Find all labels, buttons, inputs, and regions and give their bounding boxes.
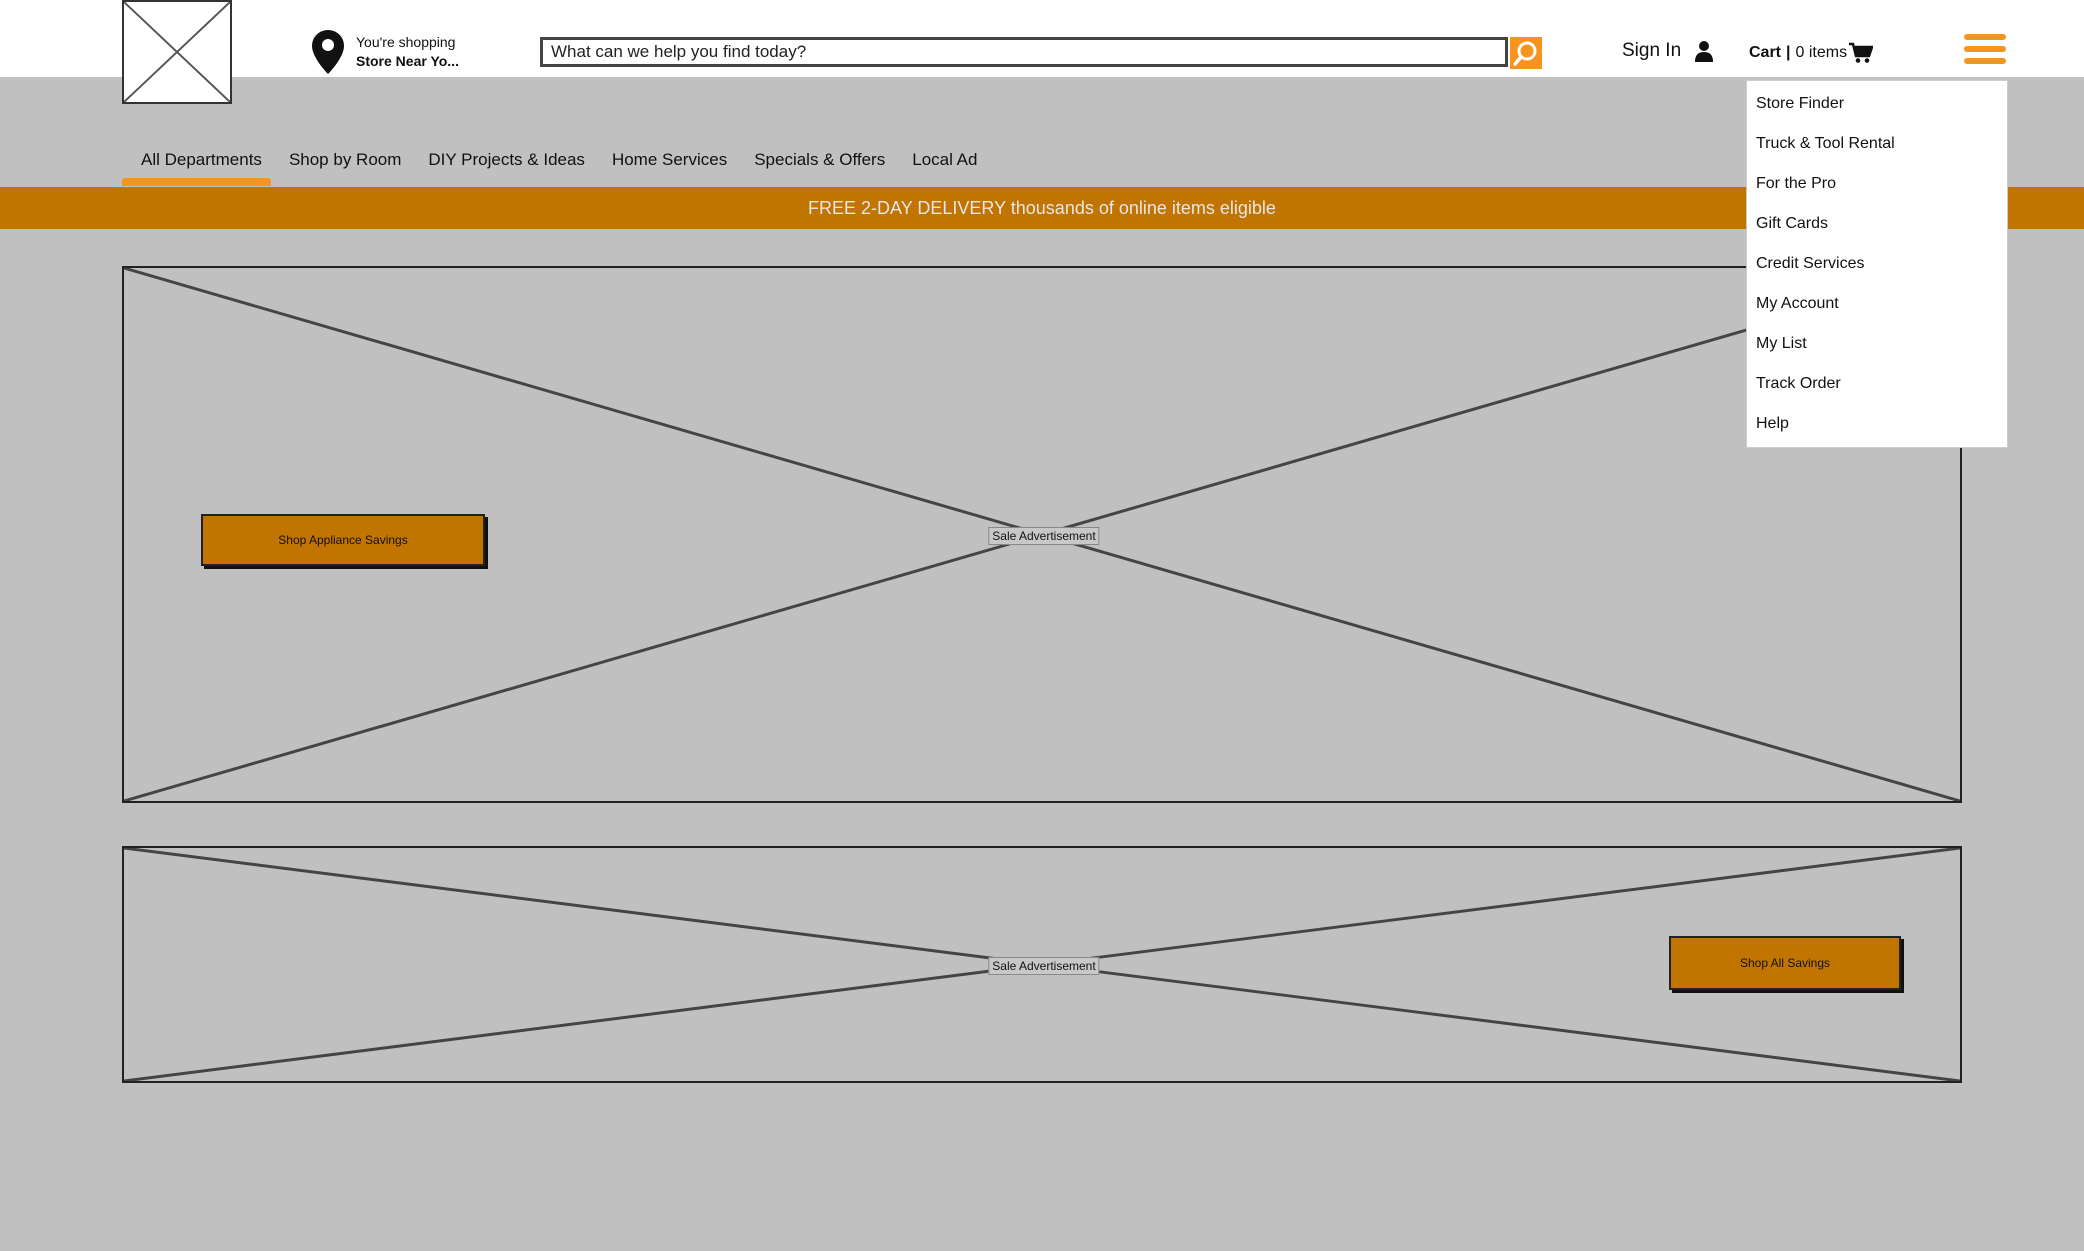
menu-item-my-list[interactable]: My List xyxy=(1756,335,1807,352)
dropdown-menu: Store Finder Truck & Tool Rental For the… xyxy=(1746,80,2008,448)
sign-in-label: Sign In xyxy=(1622,40,1682,61)
nav-diy-projects[interactable]: DIY Projects & Ideas xyxy=(428,150,585,169)
ad-primary-label: Sale Advertisement xyxy=(988,527,1100,545)
menu-item-help[interactable]: Help xyxy=(1756,415,1789,432)
store-caption: You're shopping xyxy=(356,34,456,50)
hamburger-menu-icon[interactable] xyxy=(1964,34,2006,70)
cart-count: 0 items xyxy=(1795,44,1848,61)
cart-label: Cart xyxy=(1749,44,1782,61)
nav-local-ad[interactable]: Local Ad xyxy=(912,150,978,169)
store-name: Store Near Yo... xyxy=(356,53,459,69)
shop-appliance-savings-button[interactable]: Shop Appliance Savings xyxy=(201,514,485,566)
promo-banner[interactable]: FREE 2-DAY DELIVERY thousands of online … xyxy=(0,187,2084,229)
menu-item-for-the-pro[interactable]: For the Pro xyxy=(1756,175,1837,192)
nav-specials-offers[interactable]: Specials & Offers xyxy=(754,150,886,169)
search-button[interactable] xyxy=(1510,37,1542,69)
logo-placeholder-icon[interactable] xyxy=(122,0,232,104)
cart-icon xyxy=(1849,42,1874,63)
sign-in-link[interactable]: Sign In xyxy=(1622,40,1714,62)
cart-separator: | xyxy=(1786,44,1791,61)
menu-item-truck-tool-rental[interactable]: Truck & Tool Rental xyxy=(1756,135,1895,152)
menu-item-my-account[interactable]: My Account xyxy=(1756,295,1839,312)
store-text: You're shopping Store Near Yo... xyxy=(356,33,459,71)
hamburger-bar xyxy=(1964,58,2006,64)
nav-home-services[interactable]: Home Services xyxy=(611,150,728,169)
search-bar xyxy=(540,37,1508,67)
menu-item-gift-cards[interactable]: Gift Cards xyxy=(1756,215,1829,232)
location-pin-icon xyxy=(312,30,344,74)
nav-all-departments[interactable]: All Departments xyxy=(122,148,271,186)
ad-secondary-label: Sale Advertisement xyxy=(988,957,1100,975)
menu-item-track-order[interactable]: Track Order xyxy=(1756,375,1841,392)
main-nav: All Departments Shop by Room DIY Project… xyxy=(122,148,986,186)
menu-item-store-finder[interactable]: Store Finder xyxy=(1756,95,1845,112)
menu-item-credit-services[interactable]: Credit Services xyxy=(1756,255,1865,272)
hamburger-bar xyxy=(1964,34,2006,40)
ad-primary[interactable]: Sale Advertisement Shop Appliance Saving… xyxy=(122,266,1962,803)
promo-banner-text: FREE 2-DAY DELIVERY thousands of online … xyxy=(808,198,1276,218)
user-icon xyxy=(1695,41,1714,62)
search-input[interactable] xyxy=(543,40,1505,64)
nav-shop-by-room[interactable]: Shop by Room xyxy=(288,150,402,169)
hamburger-bar xyxy=(1964,46,2006,52)
ad-secondary[interactable]: Sale Advertisement Shop All Savings xyxy=(122,846,1962,1083)
search-icon xyxy=(1513,41,1537,66)
cart-link[interactable]: Cart | 0 items xyxy=(1749,42,1874,64)
shop-all-savings-button[interactable]: Shop All Savings xyxy=(1669,936,1901,990)
store-selector[interactable]: You're shopping Store Near Yo... xyxy=(312,30,459,74)
